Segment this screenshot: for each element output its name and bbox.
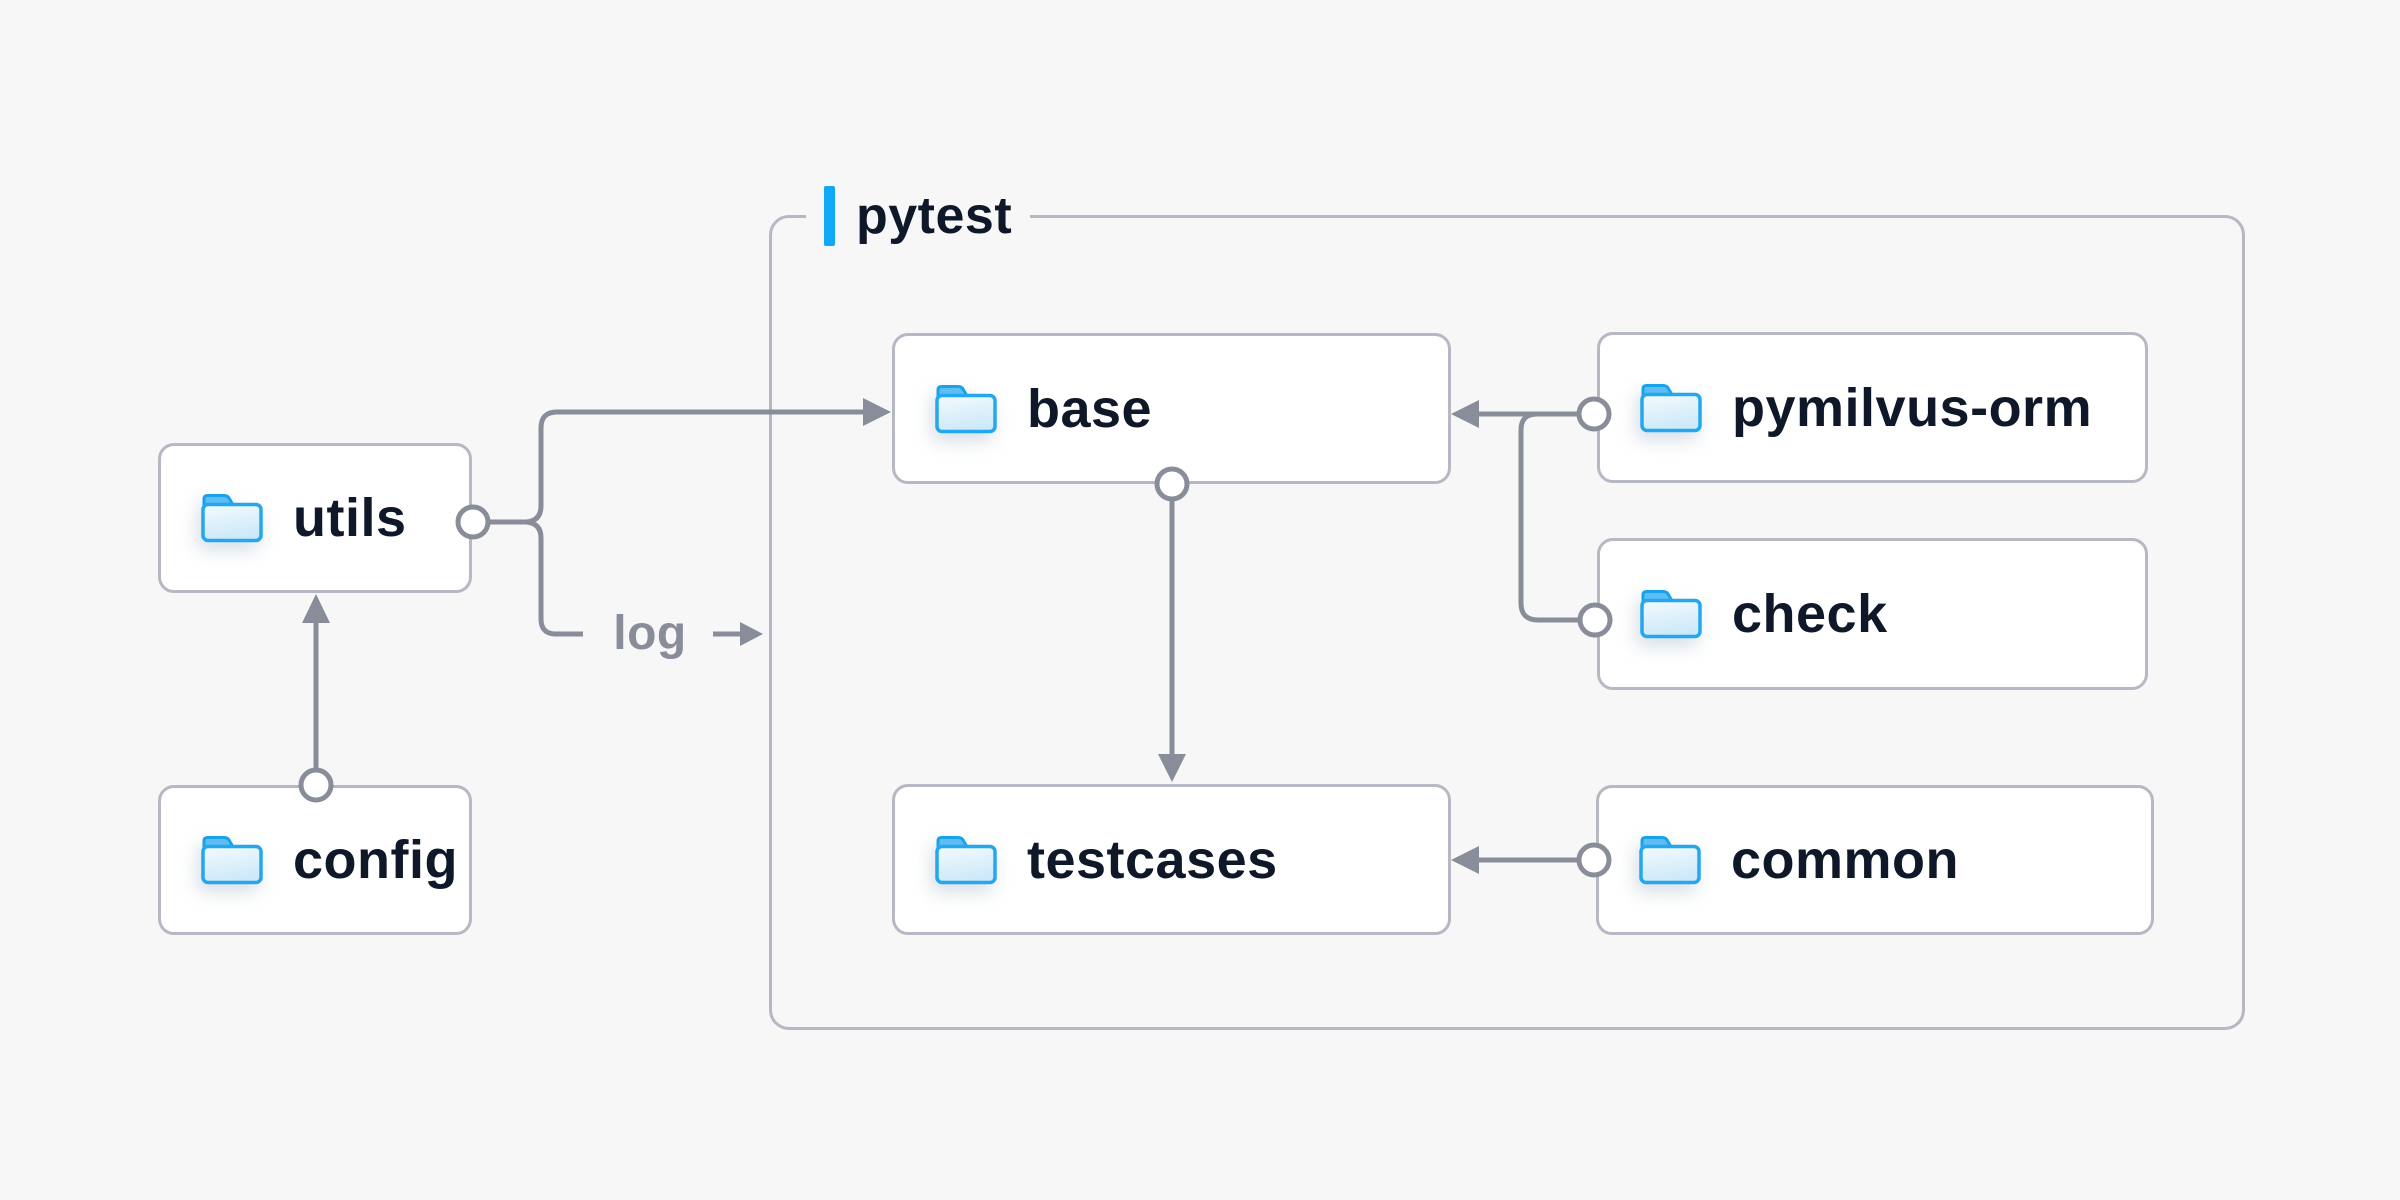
folder-icon: [933, 383, 999, 435]
node-label: pymilvus-orm: [1732, 377, 2093, 438]
folder-icon: [933, 834, 999, 886]
folder-icon: [1637, 834, 1703, 886]
node-check[interactable]: check: [1597, 538, 2148, 690]
folder-icon: [1638, 382, 1704, 434]
node-base[interactable]: base: [892, 333, 1451, 484]
node-label: common: [1731, 830, 1960, 890]
node-utils[interactable]: utils: [158, 443, 472, 593]
pytest-group-label: pytest: [806, 186, 1031, 246]
node-common[interactable]: common: [1596, 785, 2154, 935]
arrowhead-up-icon: [302, 594, 330, 623]
accent-bar: [824, 186, 835, 246]
edge-label-log: log: [613, 607, 687, 660]
node-config[interactable]: config: [158, 785, 472, 935]
node-label: base: [1027, 378, 1153, 439]
node-label: utils: [293, 488, 407, 548]
node-label: config: [293, 830, 458, 890]
node-label: check: [1732, 584, 1888, 644]
node-pymilvus-orm[interactable]: pymilvus-orm: [1597, 332, 2148, 483]
arrowhead-right-icon: [740, 622, 763, 646]
pytest-group-container: [769, 215, 2245, 1030]
folder-icon: [199, 492, 265, 544]
node-label: testcases: [1027, 829, 1278, 890]
node-testcases[interactable]: testcases: [892, 784, 1451, 935]
folder-icon: [199, 834, 265, 886]
edge-utils-log: [525, 519, 583, 637]
pytest-group-label-text: pytest: [856, 187, 1013, 245]
folder-icon: [1638, 588, 1704, 640]
